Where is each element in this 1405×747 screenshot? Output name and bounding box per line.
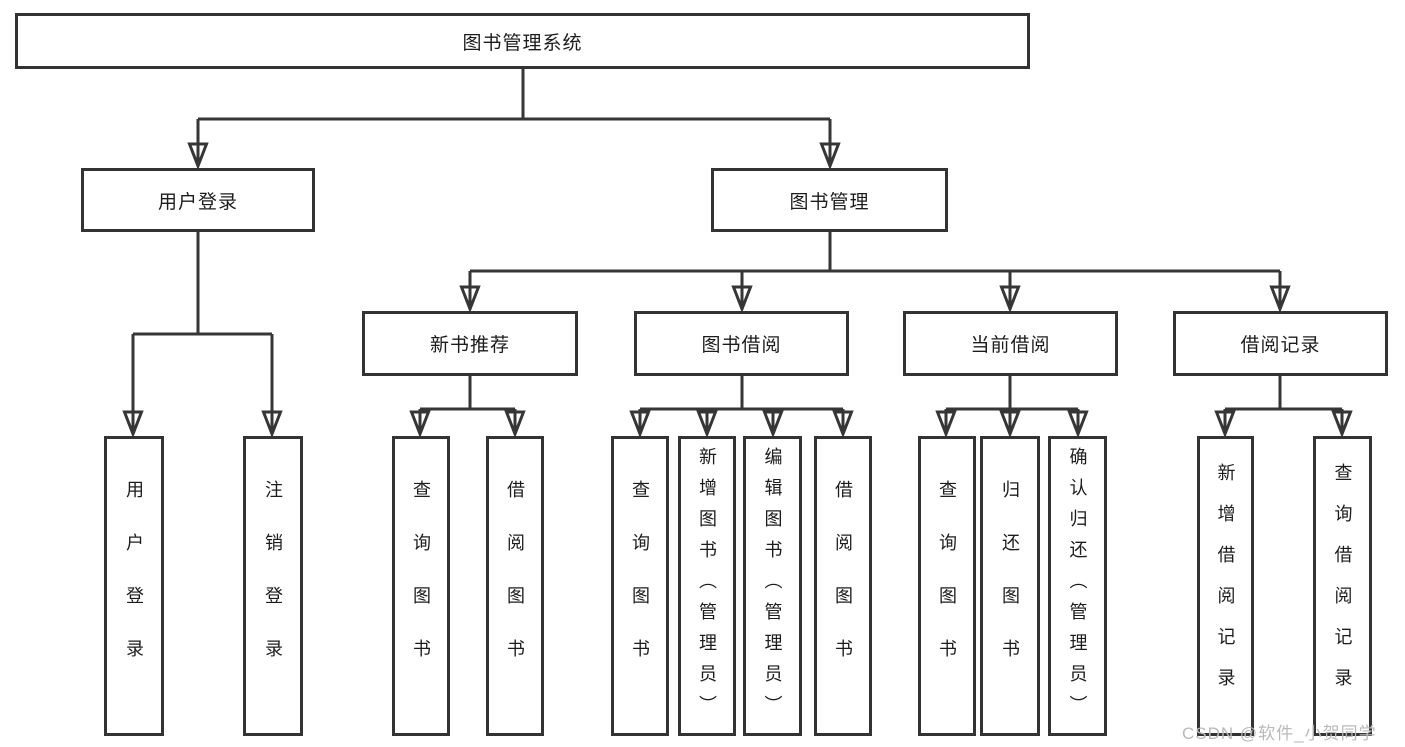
- connector-user-login-to-leaves: [122, 232, 283, 439]
- leaf-recommend-borrow-books-label: 借阅图书: [505, 480, 525, 692]
- leaf-return-books: 归还图书: [980, 436, 1040, 736]
- node-root: 图书管理系统: [15, 13, 1030, 69]
- node-user-login-label: 用户登录: [157, 191, 238, 213]
- leaf-borrow-borrow-books: 借阅图书: [814, 436, 872, 736]
- node-new-book-recommend-label: 新书推荐: [429, 335, 510, 356]
- leaf-add-book-admin-label: 新增图书（管理员）: [697, 446, 717, 726]
- leaf-borrow-borrow-books-label: 借阅图书: [833, 480, 853, 692]
- leaf-edit-book-admin-label: 编辑图书（管理员）: [762, 446, 783, 726]
- leaf-borrow-query-books: 查询图书: [611, 436, 669, 736]
- node-borrow-records: 借阅记录: [1173, 311, 1388, 376]
- node-new-book-recommend: 新书推荐: [362, 311, 578, 376]
- leaf-recommend-query-books-label: 查询图书: [411, 480, 431, 692]
- leaf-add-borrow-record: 新增借阅记录: [1197, 436, 1254, 736]
- node-book-management: 图书管理: [711, 168, 948, 232]
- leaf-return-books-label: 归还图书: [1000, 480, 1020, 692]
- leaf-confirm-return-admin-label: 确认归还（管理员）: [1067, 446, 1088, 726]
- node-book-management-label: 图书管理: [789, 191, 870, 213]
- connector-current-to-leaves: [935, 376, 1089, 439]
- leaf-user-login-label: 用户登录: [124, 480, 144, 692]
- connector-root-to-level2: [187, 69, 841, 171]
- watermark-text: CSDN @软件_小贺同学: [1182, 724, 1377, 743]
- leaf-confirm-return-admin: 确认归还（管理员）: [1048, 436, 1107, 736]
- leaf-add-borrow-record-label: 新增借阅记录: [1215, 463, 1236, 709]
- node-root-label: 图书管理系统: [462, 32, 583, 54]
- leaf-user-login: 用户登录: [104, 436, 164, 736]
- leaf-query-borrow-record: 查询借阅记录: [1313, 436, 1372, 736]
- leaf-recommend-query-books: 查询图书: [392, 436, 450, 736]
- leaf-logout: 注销登录: [243, 436, 303, 736]
- node-current-borrow: 当前借阅: [903, 311, 1118, 376]
- connector-borrow-to-leaves: [629, 376, 854, 439]
- node-book-borrow: 图书借阅: [634, 311, 849, 376]
- leaf-logout-label: 注销登录: [263, 480, 283, 692]
- node-current-borrow-label: 当前借阅: [970, 335, 1051, 356]
- leaf-borrow-query-books-label: 查询图书: [630, 480, 650, 692]
- node-borrow-records-label: 借阅记录: [1240, 335, 1321, 356]
- leaf-current-query-books: 查询图书: [918, 436, 976, 736]
- connector-records-to-leaves: [1214, 376, 1353, 439]
- leaf-query-borrow-record-label: 查询借阅记录: [1332, 463, 1353, 709]
- leaf-current-query-books-label: 查询图书: [937, 480, 957, 692]
- node-user-login: 用户登录: [81, 168, 315, 232]
- connector-book-management-to-level3: [459, 232, 1291, 314]
- leaf-add-book-admin: 新增图书（管理员）: [678, 436, 736, 736]
- leaf-recommend-borrow-books: 借阅图书: [486, 436, 544, 736]
- node-book-borrow-label: 图书借阅: [701, 335, 782, 356]
- leaf-edit-book-admin: 编辑图书（管理员）: [743, 436, 802, 736]
- connector-recommend-to-leaves: [409, 376, 526, 439]
